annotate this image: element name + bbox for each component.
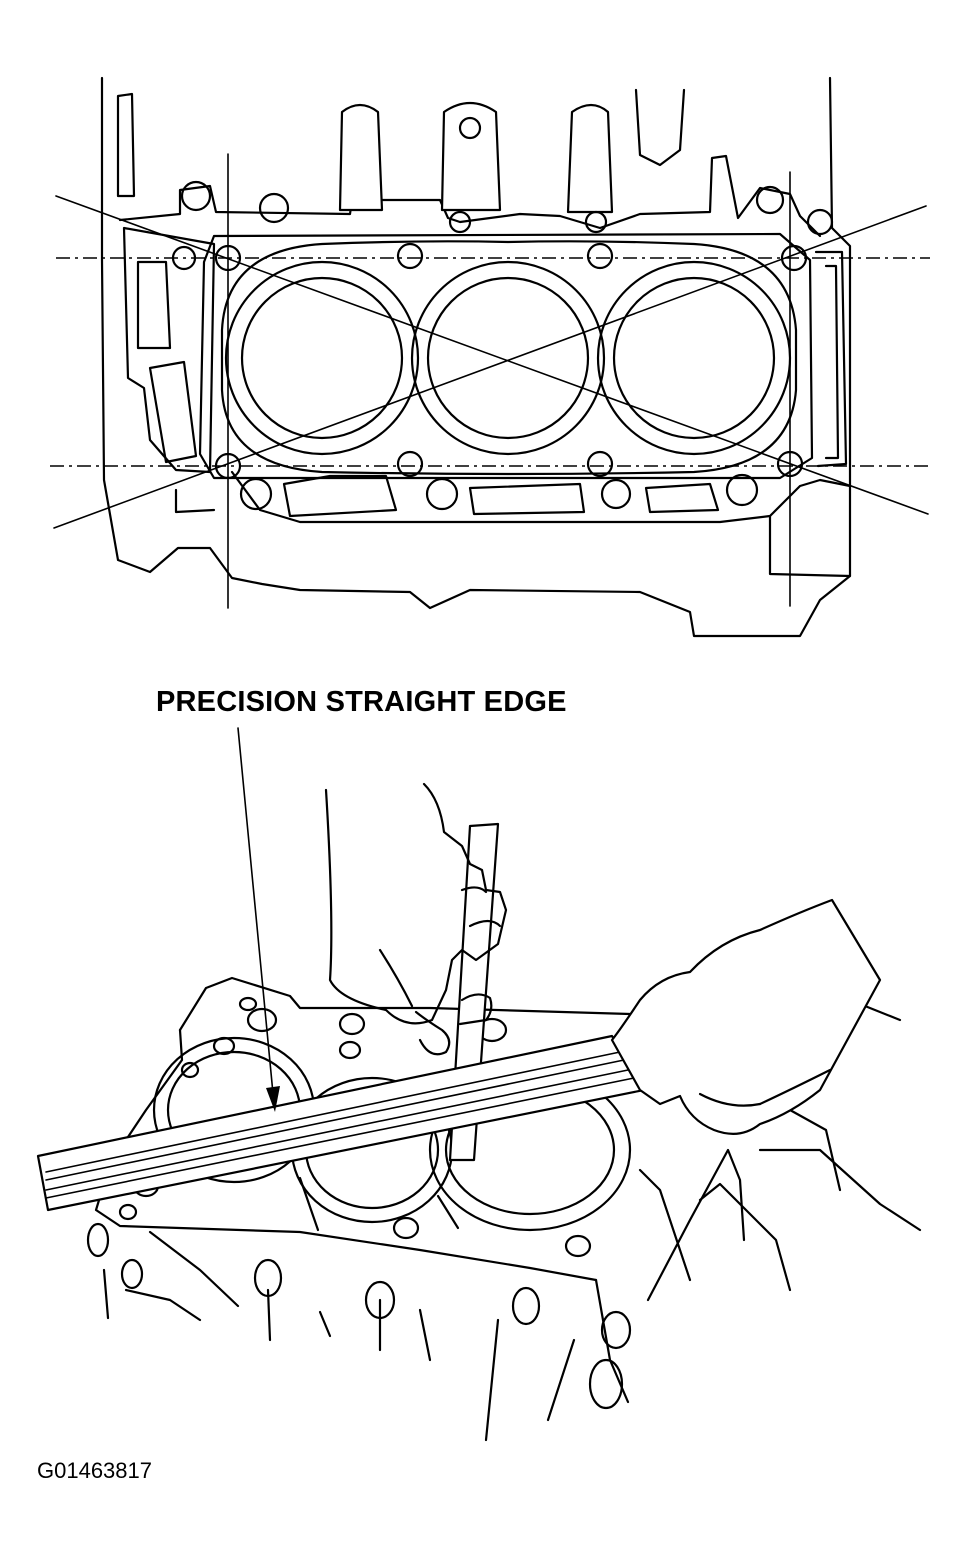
callout-leader bbox=[237, 727, 280, 1112]
figure-code: G01463817 bbox=[37, 1458, 152, 1483]
block-deck-perspective bbox=[86, 976, 922, 1442]
right-hand-holding-edge bbox=[610, 898, 882, 1135]
measurement-lines bbox=[50, 153, 930, 609]
precision-straight-edge bbox=[36, 1034, 646, 1212]
precision-straight-edge-label: PRECISION STRAIGHT EDGE bbox=[156, 686, 567, 718]
